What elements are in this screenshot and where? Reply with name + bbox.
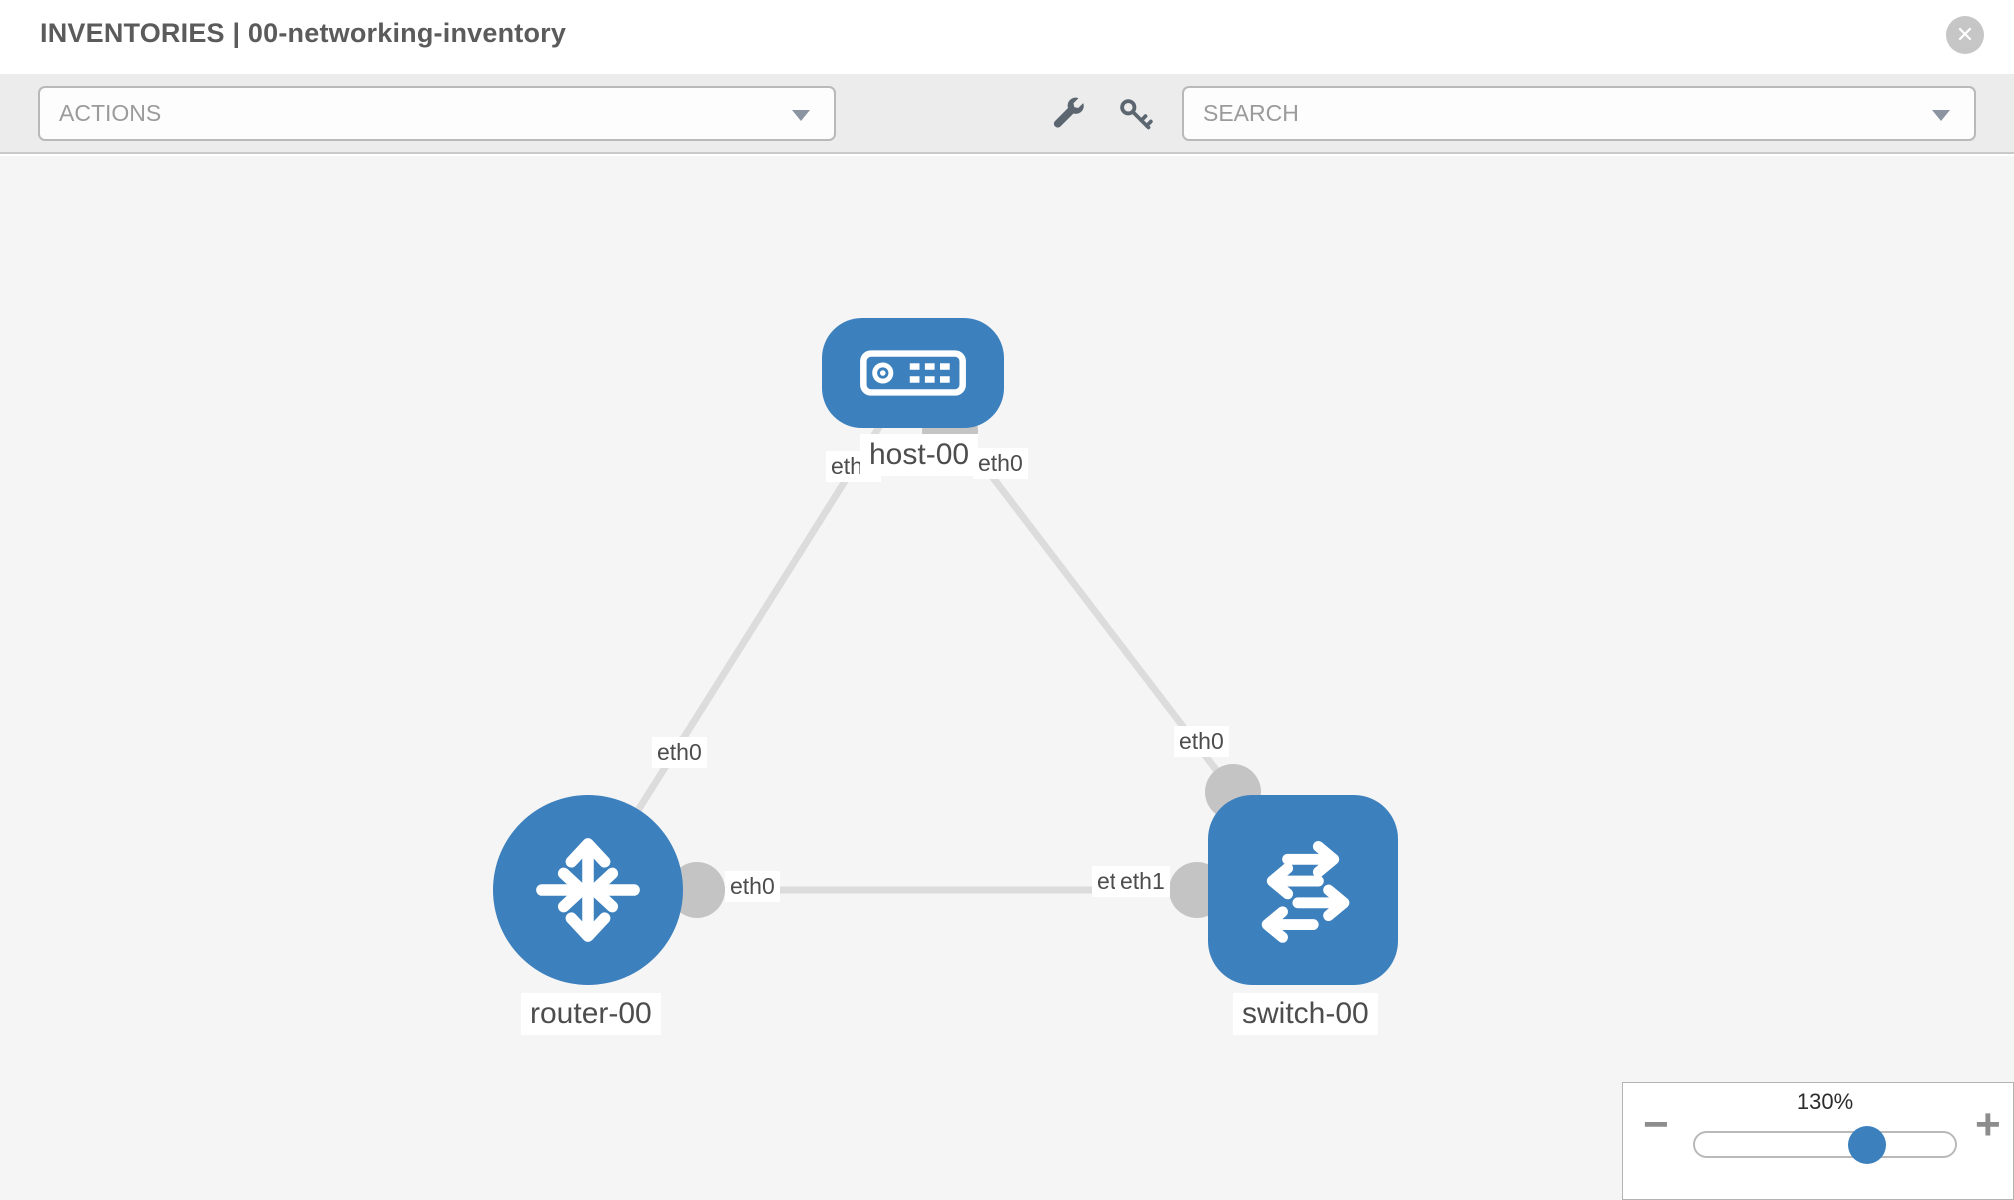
page-title-divider: | — [232, 18, 241, 48]
page-title-inventory-name: 00-networking-inventory — [247, 18, 567, 48]
interface-label-host-eth0-right: eth0 — [973, 448, 1028, 479]
zoom-in-button[interactable]: + — [1975, 1100, 2001, 1149]
actions-dropdown[interactable]: ACTIONS — [38, 86, 836, 141]
node-host-00[interactable] — [822, 318, 1004, 428]
actions-dropdown-label: ACTIONS — [59, 100, 162, 126]
node-label-switch-00: switch-00 — [1233, 993, 1378, 1035]
zoom-slider-knob[interactable] — [1848, 1126, 1886, 1164]
topology-canvas[interactable] — [0, 156, 2014, 1200]
zoom-level-value: 130% — [1796, 1089, 1854, 1114]
search-dropdown-label: SEARCH — [1203, 100, 1299, 126]
zoom-control-panel: 130% − + — [1622, 1082, 2014, 1200]
chevron-down-icon — [1932, 110, 1950, 121]
page-title: INVENTORIES | 00-networking-inventory — [40, 18, 566, 49]
switch-icon — [1261, 841, 1350, 943]
zoom-slider-track[interactable] — [1693, 1126, 1957, 1164]
interface-label-router-eth0: eth0 — [725, 871, 780, 902]
node-label-host-00: host-00 — [860, 434, 979, 476]
node-switch-00[interactable] — [1208, 795, 1398, 985]
router-icon — [536, 838, 640, 942]
host-device-icon — [860, 350, 966, 396]
key-icon[interactable] — [1117, 96, 1155, 134]
page-title-section: INVENTORIES — [40, 18, 225, 48]
chevron-down-icon — [792, 110, 810, 121]
node-router-00[interactable] — [493, 795, 683, 985]
wrench-icon[interactable] — [1049, 96, 1087, 134]
interface-label-switch-eth1: eth1 — [1115, 866, 1170, 897]
window-header: INVENTORIES | 00-networking-inventory ✕ — [0, 0, 2014, 74]
close-icon[interactable]: ✕ — [1946, 16, 1984, 54]
node-label-router-00: router-00 — [521, 993, 661, 1035]
zoom-out-button[interactable]: − — [1643, 1100, 1669, 1149]
search-dropdown[interactable]: SEARCH — [1182, 86, 1976, 141]
interface-label-router-eth0-uplink: eth0 — [652, 737, 707, 768]
interface-label-switch-eth0-uplink: eth0 — [1174, 726, 1229, 757]
topology-toolbar: ACTIONS SEARCH — [0, 74, 2014, 154]
